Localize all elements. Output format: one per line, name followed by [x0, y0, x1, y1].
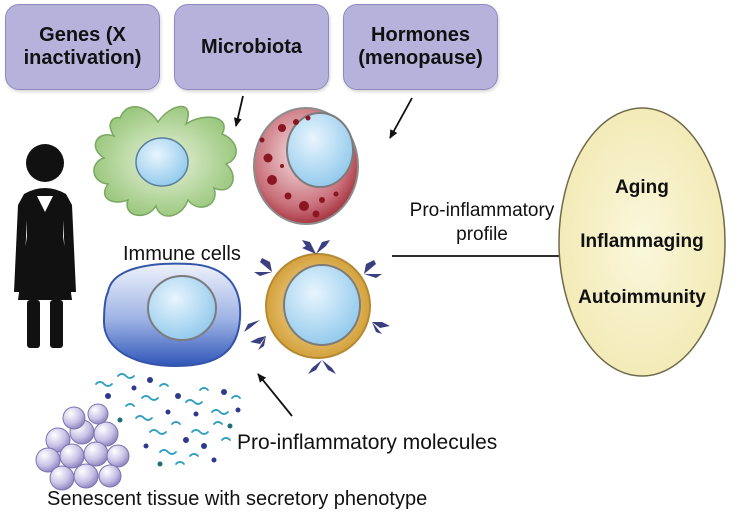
- molecules-icon: [95, 373, 241, 467]
- factor-label-genes: Genes (X inactivation): [23, 24, 142, 69]
- b-cell-icon: [102, 262, 242, 368]
- factor-label-microbiota: Microbiota: [200, 35, 303, 58]
- factor-box-hormones: Hormones (menopause): [343, 4, 498, 90]
- pro-inflammatory-profile-label: Pro-inflammatory profile: [409, 200, 555, 245]
- immune-cells-label: Immune cells: [123, 243, 241, 265]
- outcome-inflammaging: Inflammaging: [580, 231, 704, 252]
- arrows: [233, 95, 577, 417]
- receptor-icons: [244, 240, 390, 374]
- senescent-tissue-label: Senescent tissue with secretory phenotyp…: [47, 488, 428, 510]
- outcome-ellipse: [558, 107, 726, 377]
- t-cell-icon: [265, 253, 371, 359]
- woman-icon: [14, 144, 76, 348]
- granulocyte-cell-icon: [253, 107, 359, 225]
- pro-inflammatory-molecules-label: Pro-inflammatory molecules: [237, 431, 498, 454]
- outcome-aging: Aging: [615, 177, 669, 198]
- macrophage-cell-icon: [93, 105, 237, 217]
- outcome-autoimmunity: Autoimmunity: [578, 287, 706, 308]
- senescent-tissue-icon: [35, 403, 130, 491]
- factor-label-hormones: Hormones (menopause): [358, 24, 483, 69]
- factor-box-microbiota: Microbiota: [174, 4, 329, 90]
- factor-box-genes: Genes (X inactivation): [5, 4, 160, 90]
